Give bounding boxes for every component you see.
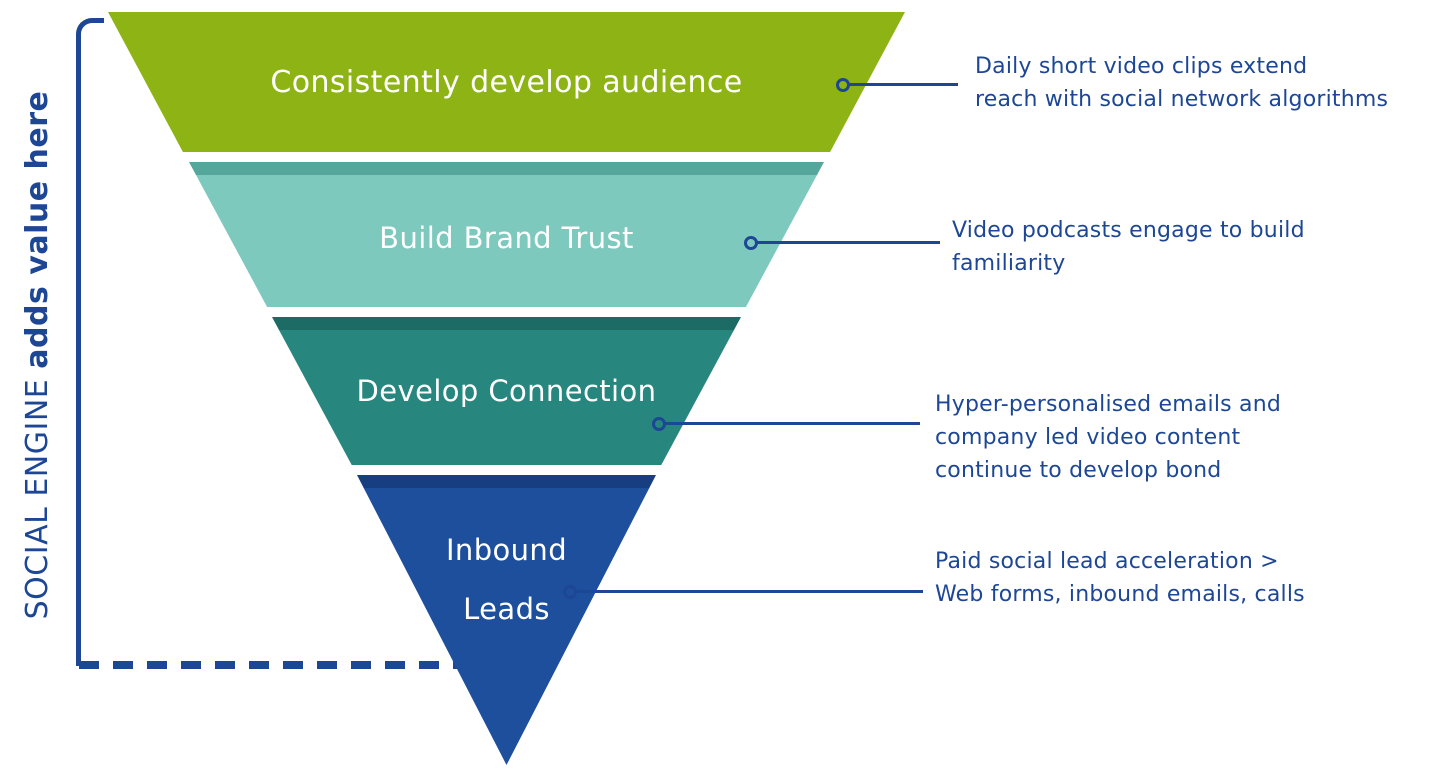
tier-label: Consistently develop audience: [270, 64, 743, 100]
funnel-tier-inbound-leads: Inbound Leads: [357, 475, 656, 765]
tier-label: Develop Connection: [356, 374, 657, 408]
connector-dot-2: [744, 236, 758, 250]
connector-line-1: [848, 83, 958, 86]
side-label-prefix: SOCIAL ENGINE: [20, 368, 55, 620]
annotation-text-4: Paid social lead acceleration > Web form…: [935, 549, 1305, 607]
dashed-line: [79, 661, 459, 669]
connector-dot-1: [836, 78, 850, 92]
connector-dot-4: [563, 585, 577, 599]
side-label: SOCIAL ENGINE adds value here: [8, 55, 68, 655]
tier-label: Build Brand Trust: [379, 220, 634, 255]
funnel-tier-audience: Consistently develop audience: [108, 12, 905, 152]
tier-label: Inbound Leads: [445, 533, 568, 627]
bracket-line: [76, 18, 104, 666]
connector-line-2: [756, 241, 940, 244]
connector-dot-3: [652, 417, 666, 431]
connector-line-3: [664, 422, 920, 425]
funnel-tier-connection: Develop Connection: [272, 317, 741, 465]
funnel-tier-brand-trust: Build Brand Trust: [189, 162, 824, 307]
annotation-text-2: Video podcasts engage to build familiari…: [952, 218, 1305, 276]
connector-line-4: [575, 590, 923, 593]
annotation-text-3: Hyper-personalised emails and company le…: [935, 392, 1282, 483]
annotation-text-1: Daily short video clips extend reach wit…: [975, 54, 1389, 112]
side-label-bold: adds value here: [20, 90, 55, 369]
